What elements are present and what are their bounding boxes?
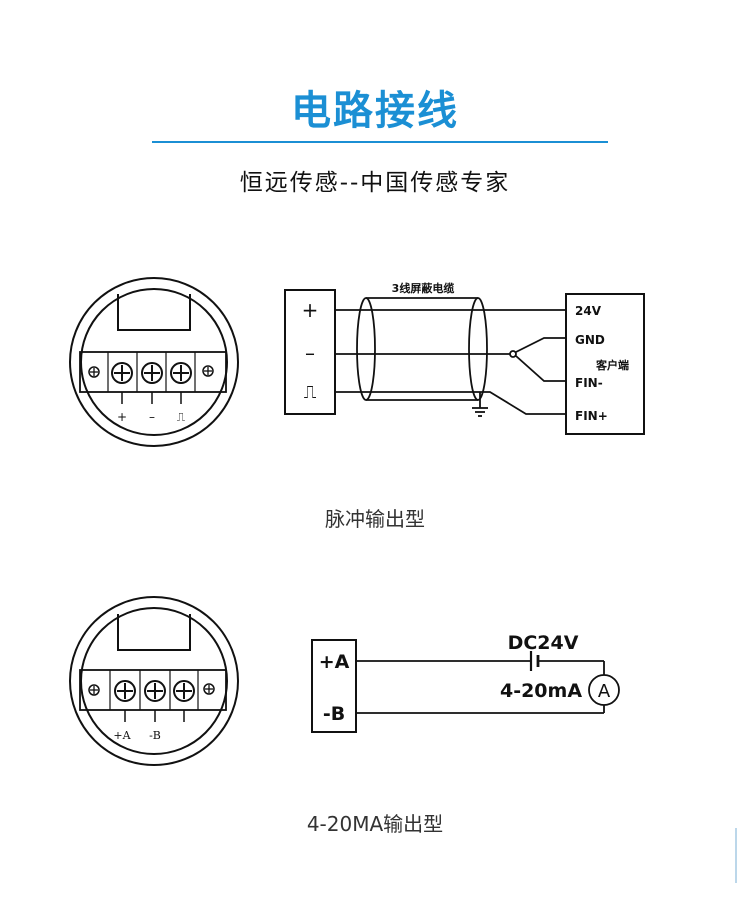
- shielded-cable: [356, 297, 488, 401]
- ammeter-letter: A: [598, 681, 611, 702]
- current-loop-wires: [356, 651, 620, 714]
- current-output-caption: 4-20MA输出型: [306, 812, 444, 836]
- pulse-input-minus-label: –: [305, 341, 315, 365]
- current-input-box: [311, 639, 357, 733]
- current-terminal-minus-b-label: -B: [149, 729, 161, 742]
- current-sensor-housing: [69, 596, 239, 766]
- pulse-input-box: [284, 289, 336, 415]
- edge-accent-bar: [735, 828, 737, 883]
- pulse-terminal-plus-label: +: [117, 410, 127, 424]
- client-terminal-fin-plus: FIN+: [575, 409, 608, 423]
- pulse-input-pulse-label: ⎍: [304, 382, 317, 403]
- pulse-input-plus-label: +: [302, 298, 319, 322]
- supply-voltage-label: DC24V: [508, 632, 579, 654]
- pulse-terminal-block: [88, 352, 214, 392]
- title-divider: [152, 141, 608, 143]
- client-label: 客户端: [595, 358, 629, 372]
- current-input-plus-a-label: +A: [319, 651, 350, 673]
- pulse-sensor-housing: [69, 277, 239, 447]
- client-terminal-24v: 24V: [575, 304, 602, 318]
- pulse-wires: [335, 309, 566, 417]
- pulse-output-caption: 脉冲输出型: [325, 507, 425, 531]
- client-box: [565, 293, 645, 435]
- client-terminal-gnd: GND: [575, 333, 605, 347]
- current-input-minus-b-label: -B: [323, 703, 345, 725]
- pulse-terminal-pulse-label: ⎍: [177, 410, 186, 424]
- current-terminal-block: [88, 670, 215, 710]
- client-terminal-fin-minus: FIN-: [575, 376, 603, 390]
- page-subtitle: 恒远传感--中国传感专家: [239, 170, 511, 196]
- cable-label: 3线屏蔽电缆: [392, 281, 455, 295]
- current-terminal-plus-a-label: +A: [113, 729, 131, 742]
- current-range-label: 4-20mA: [500, 680, 582, 702]
- page-title: 电路接线: [291, 88, 459, 134]
- pulse-terminal-minus-label: –: [149, 410, 155, 424]
